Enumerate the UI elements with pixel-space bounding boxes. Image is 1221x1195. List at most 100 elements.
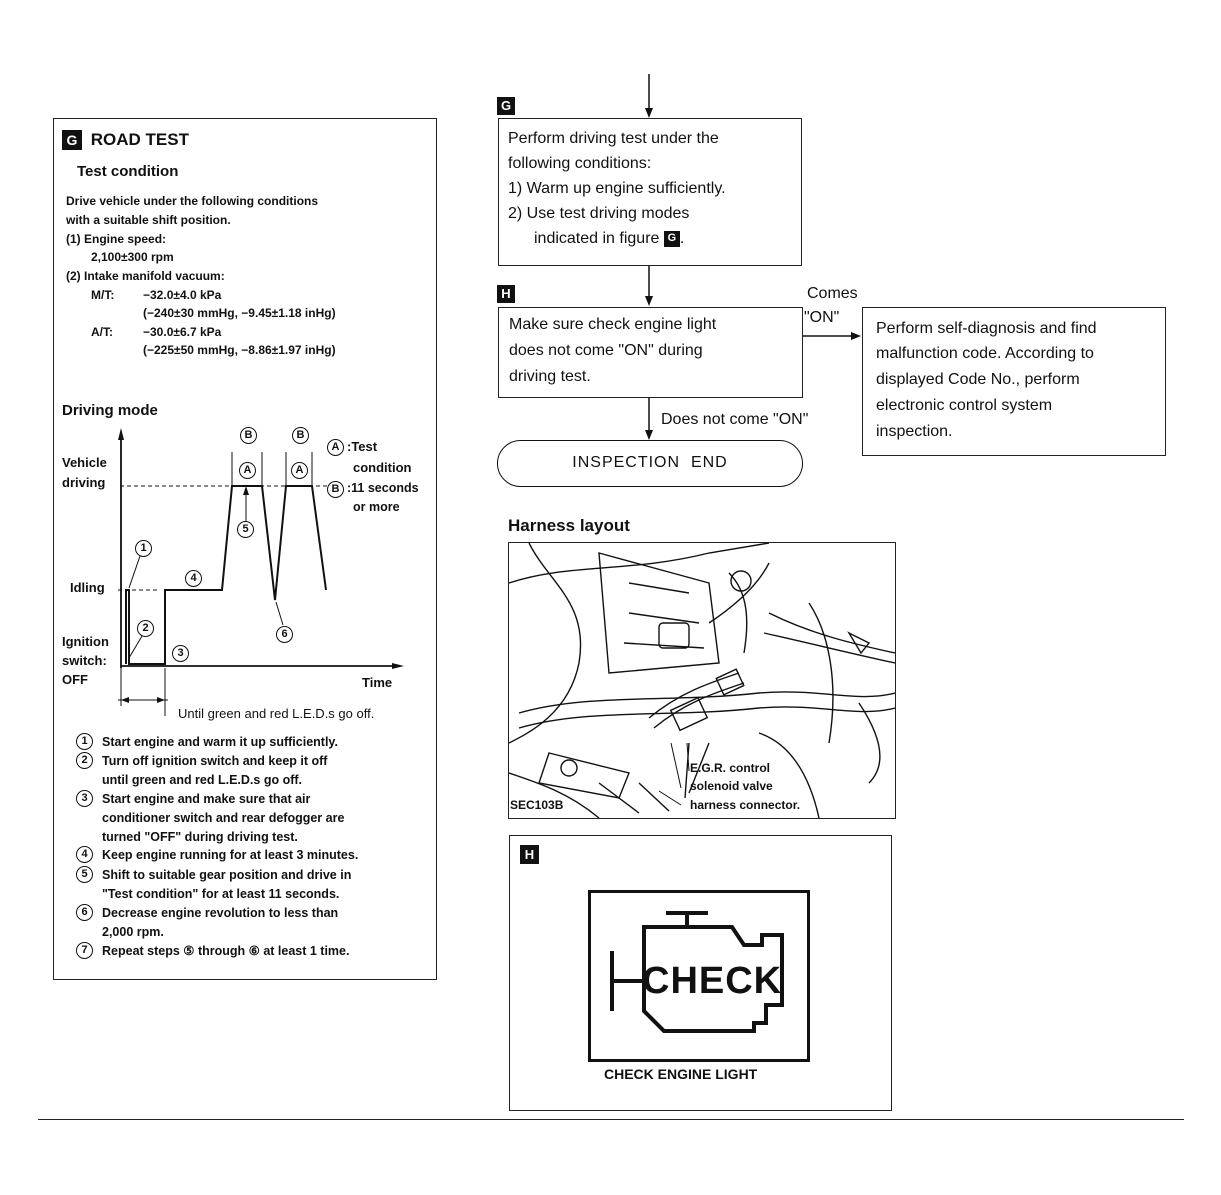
chart-marker-4: 4 xyxy=(185,570,202,587)
flow-g-badge: G xyxy=(497,97,515,115)
y-label-ignition: Ignition xyxy=(62,634,109,649)
page-bottom-rule xyxy=(38,1119,1184,1120)
harness-layout-title: Harness layout xyxy=(508,516,630,536)
step-number: 7 xyxy=(76,942,93,959)
comes-on-label-1: Comes xyxy=(807,281,858,306)
chart-marker-6: 6 xyxy=(276,626,293,643)
chart-marker-5: 5 xyxy=(237,521,254,538)
flow-h-badge: H xyxy=(497,285,515,303)
does-not-come-on-label: Does not come "ON" xyxy=(661,407,808,432)
x-axis-arrowhead xyxy=(392,663,404,669)
test-condition-subtitle: Test condition xyxy=(77,163,178,180)
flow-h-line-2: does not come "ON" during xyxy=(509,338,703,363)
mt-value: −32.0±4.0 kPa xyxy=(143,288,221,302)
step-text-line: conditioner switch and rear defogger are xyxy=(102,809,344,827)
step-number: 4 xyxy=(76,846,93,863)
harness-photo-frame xyxy=(508,542,896,819)
condition-2-label: (2) Intake manifold vacuum: xyxy=(66,269,225,283)
y-label-off: OFF xyxy=(62,672,88,687)
step-number: 5 xyxy=(76,866,93,883)
top-arrow-head xyxy=(645,108,653,118)
condition-1-label: (1) Engine speed: xyxy=(66,232,166,246)
y-label-driving: driving xyxy=(62,475,105,490)
chart-marker-1: 1 xyxy=(135,540,152,557)
legend-b-line-1: :11 seconds xyxy=(347,481,419,495)
legend-b-key: B xyxy=(327,481,344,498)
h-to-end-head xyxy=(645,430,653,440)
y-label-vehicle: Vehicle xyxy=(62,455,107,470)
step-text-line: Repeat steps ⑤ through ⑥ at least 1 time… xyxy=(102,942,349,960)
harness-callout-1: E.G.R. control xyxy=(690,761,770,775)
check-panel-h-badge: H xyxy=(520,845,539,864)
y-label-idling: Idling xyxy=(70,580,105,595)
step-text-line: Decrease engine revolution to less than xyxy=(102,904,338,922)
chart-marker-3: 3 xyxy=(172,645,189,662)
step-number: 3 xyxy=(76,790,93,807)
step-text-line: Start engine and warm it up sufficiently… xyxy=(102,733,338,751)
road-test-heading: G ROAD TEST xyxy=(62,129,189,150)
h-to-diag-head xyxy=(851,332,861,340)
inspection-end-terminator: INSPECTION END xyxy=(497,440,803,487)
condition-1-value: 2,100±300 rpm xyxy=(91,250,174,264)
intro-line-2: with a suitable shift position. xyxy=(66,213,231,227)
marker-5-arrowhead xyxy=(243,486,249,495)
step-number: 2 xyxy=(76,752,93,769)
y-label-switch: switch: xyxy=(62,653,107,668)
flow-h-line-1: Make sure check engine light xyxy=(509,312,716,337)
x-axis-label-time: Time xyxy=(362,675,392,690)
self-diag-line-4: electronic control system xyxy=(876,393,1052,418)
self-diag-line-5: inspection. xyxy=(876,419,953,444)
self-diag-line-2: malfunction code. According to xyxy=(876,341,1094,366)
harness-callout-3: harness connector. xyxy=(690,798,800,812)
flow-g-line-5-text: indicated in figure xyxy=(534,230,659,247)
flow-g-line-1: Perform driving test under the xyxy=(508,126,719,151)
chart-mark-a-2: A xyxy=(291,462,308,479)
legend-a-key: A xyxy=(327,439,344,456)
check-text: CHECK xyxy=(642,960,782,1003)
step-text-line: until green and red L.E.D.s go off. xyxy=(102,771,302,789)
step-number: 6 xyxy=(76,904,93,921)
step-text-line: turned "OFF" during driving test. xyxy=(102,828,298,846)
flow-g-line-3: 1) Warm up engine sufficiently. xyxy=(508,176,726,201)
at-label: A/T: xyxy=(91,325,113,339)
inspection-end-label: INSPECTION END xyxy=(572,454,727,471)
at-alt-value: (−225±50 mmHg, −8.86±1.97 inHg) xyxy=(143,343,336,357)
chart-marker-2: 2 xyxy=(137,620,154,637)
flow-g-inline-badge: G xyxy=(664,231,680,247)
legend-b-line-2: or more xyxy=(353,500,400,514)
driving-trace xyxy=(126,486,326,664)
harness-callout-2: solenoid valve xyxy=(690,779,773,793)
marker-1-pointer xyxy=(129,556,140,588)
self-diag-line-3: displayed Code No., perform xyxy=(876,367,1080,392)
marker-6-pointer xyxy=(276,602,283,625)
flow-g-line-2: following conditions: xyxy=(508,151,651,176)
led-note: Until green and red L.E.D.s go off. xyxy=(178,706,374,721)
intro-line-1: Drive vehicle under the following condit… xyxy=(66,194,318,208)
driving-mode-title: Driving mode xyxy=(62,402,158,419)
flow-g-line-5: indicated in figure G. xyxy=(534,226,684,251)
step-text-line: 2,000 rpm. xyxy=(102,923,164,941)
mt-alt-value: (−240±30 mmHg, −9.45±1.18 inHg) xyxy=(143,306,336,320)
harness-sec-code: SEC103B xyxy=(510,798,563,812)
step-text-line: Shift to suitable gear position and driv… xyxy=(102,866,351,884)
mt-label: M/T: xyxy=(91,288,114,302)
self-diag-line-1: Perform self-diagnosis and find xyxy=(876,316,1097,341)
led-bracket-arrow-left xyxy=(121,697,129,703)
harness-illustration xyxy=(509,543,895,818)
check-engine-caption: CHECK ENGINE LIGHT xyxy=(604,1066,757,1082)
flow-h-line-3: driving test. xyxy=(509,364,591,389)
g-to-h-head xyxy=(645,296,653,306)
chart-mark-a-1: A xyxy=(239,462,256,479)
flow-g-line-4: 2) Use test driving modes xyxy=(508,201,689,226)
y-axis-arrowhead xyxy=(118,428,124,440)
road-test-title: ROAD TEST xyxy=(91,130,189,149)
legend-a-line-2: condition xyxy=(353,460,412,475)
at-value: −30.0±6.7 kPa xyxy=(143,325,221,339)
legend-a-line-1: :Test xyxy=(347,439,377,454)
step-number: 1 xyxy=(76,733,93,750)
chart-mark-b-2: B xyxy=(292,427,309,444)
step-text-line: Keep engine running for at least 3 minut… xyxy=(102,846,358,864)
step-text-line: Turn off ignition switch and keep it off xyxy=(102,752,327,770)
comes-on-label-2: "ON" xyxy=(804,305,839,330)
step-text-line: Start engine and make sure that air xyxy=(102,790,310,808)
